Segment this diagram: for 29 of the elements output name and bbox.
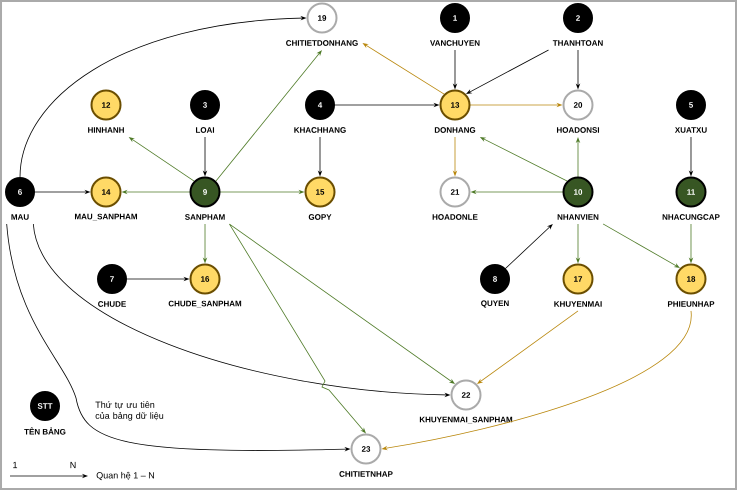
table-name: HOADONLE [432, 214, 478, 220]
cardinality-label: 1 [13, 462, 18, 468]
table-name: VANCHUYEN [430, 40, 480, 46]
table-name: XUATXU [674, 127, 707, 133]
table-name: TÊN BẢNG [24, 427, 66, 435]
table-name: HOADONSI [556, 127, 600, 133]
table-name: SANPHAM [185, 214, 225, 220]
table-name: NHACUNGCAP [662, 214, 720, 220]
table-name: KHUYENMAI [554, 301, 602, 307]
table-name: LOAI [196, 127, 214, 133]
table-name: GOPY [308, 214, 332, 220]
cardinality-label: N [70, 462, 76, 468]
table-name: QUYEN [481, 300, 509, 308]
table-name: CHUDE_SANPHAM [168, 300, 242, 308]
table-name: THANHTOAN [552, 40, 603, 46]
table-name: KHUYENMAI_SANPHAM [420, 416, 512, 424]
legend-note: Thứ tự ưu tiên của bảng dữ liệu [95, 401, 164, 421]
table-name: CHITIETDONHANG [286, 40, 358, 46]
table-name: CHITIETNHAP [339, 471, 393, 477]
table-name: DONHANG [434, 127, 476, 133]
table-name: MAU [11, 214, 29, 220]
legend-text: Quan hệ 1 – N [96, 472, 154, 480]
table-name: NHANVIEN [558, 214, 598, 220]
table-name: MAU_SANPHAM [74, 214, 138, 220]
arrow [229, 224, 366, 434]
table-name: HINHANH [88, 127, 124, 133]
table-name: CHUDE [98, 301, 126, 307]
table-name: PHIEUNHAP [668, 301, 714, 307]
table-name: KHACHHANG [294, 127, 346, 133]
